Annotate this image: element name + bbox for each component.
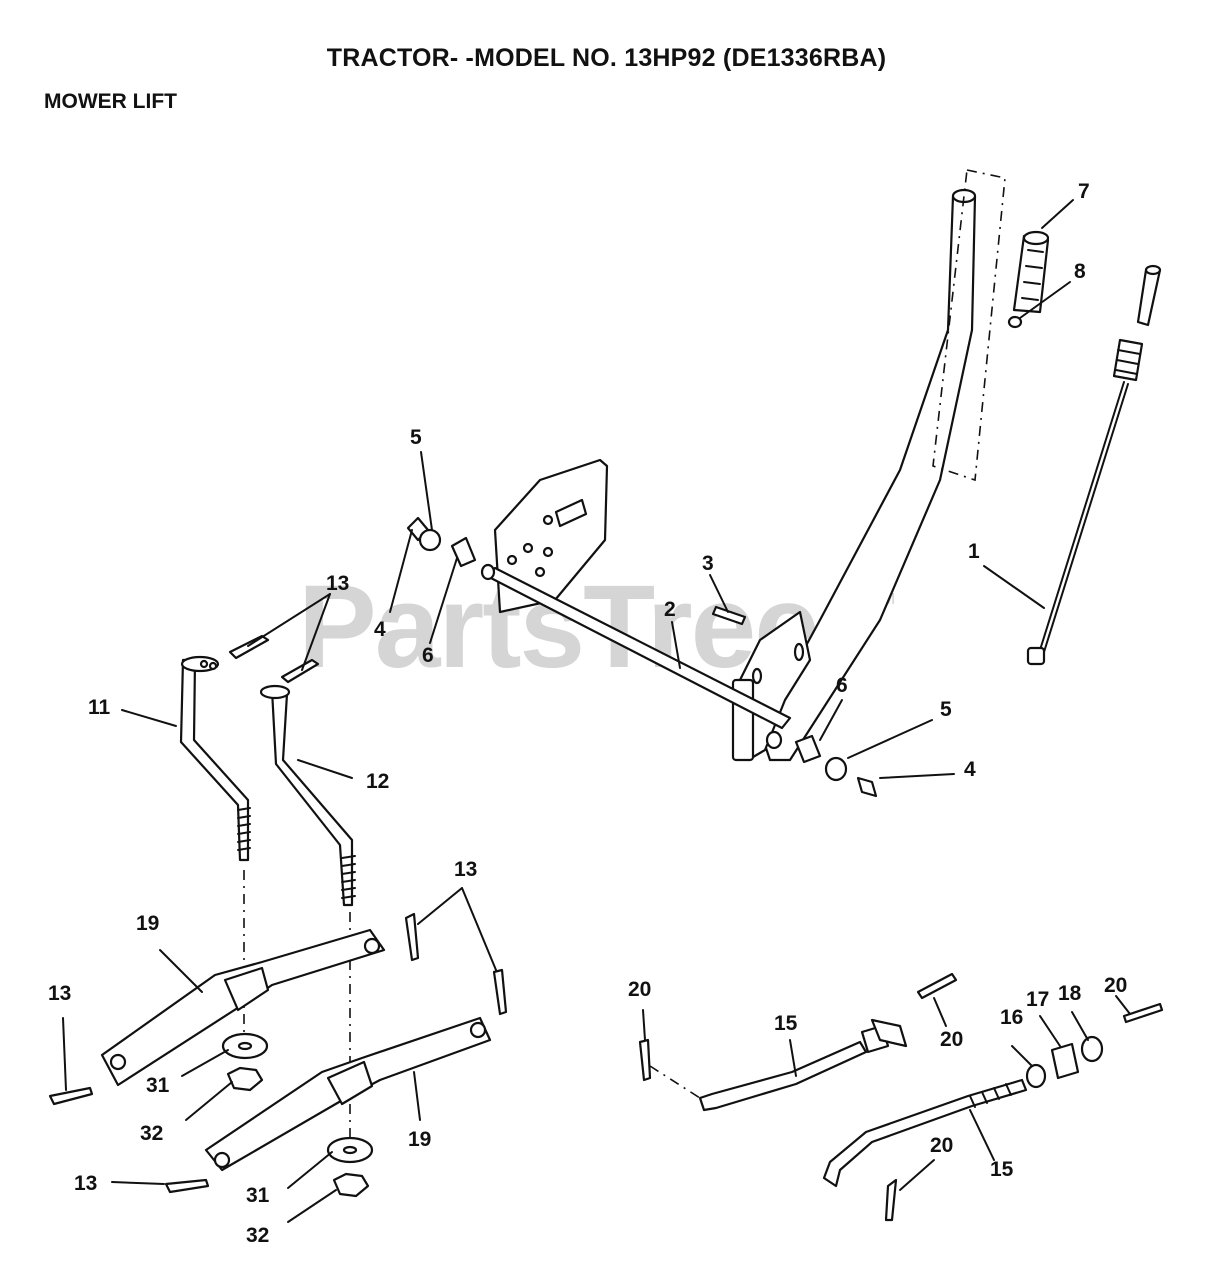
bushing-31b-hole	[342, 1145, 358, 1155]
bushing-right[interactable]	[794, 734, 822, 764]
lift-arm-upper[interactable]	[100, 928, 386, 1087]
section-title: MOWER LIFT	[44, 90, 177, 113]
callout-8: 8	[1074, 260, 1086, 283]
hairpin-clip-13d[interactable]	[492, 968, 508, 1016]
callout-17: 17	[1026, 988, 1049, 1011]
callout-6-upper: 6	[422, 644, 434, 667]
leader-lines	[62, 199, 1131, 1223]
callout-5-upper: 5	[410, 426, 422, 449]
washer-right[interactable]	[824, 756, 848, 782]
hairpin-clip-20b[interactable]	[916, 972, 958, 1000]
hairpin-clip-13a[interactable]	[228, 634, 270, 660]
hairpin-clip-13b[interactable]	[280, 658, 320, 684]
page-title: TRACTOR- -MODEL NO. 13HP92 (DE1336RBA)	[326, 44, 887, 72]
nut-16[interactable]	[1025, 1063, 1047, 1089]
lift-shaft[interactable]	[483, 566, 792, 730]
nut-32b[interactable]	[332, 1172, 370, 1198]
hairpin-clip-20d[interactable]	[884, 1178, 898, 1222]
lift-lever[interactable]	[731, 188, 977, 762]
callout-15-lower: 15	[990, 1158, 1014, 1181]
hairpin-clip-right[interactable]	[856, 776, 878, 798]
hairpin-clip-13e[interactable]	[48, 1086, 94, 1106]
lift-arm-lower[interactable]	[204, 1016, 492, 1172]
lift-link-right[interactable]	[259, 684, 354, 907]
callout-19-lower: 19	[408, 1128, 431, 1151]
grip-ring[interactable]	[1007, 315, 1023, 329]
callout-16: 16	[1000, 1006, 1023, 1029]
callout-18: 18	[1058, 982, 1082, 1005]
callout-20-lower: 20	[930, 1134, 953, 1157]
roll-pin[interactable]	[711, 605, 747, 626]
trunnion-17[interactable]	[1050, 1042, 1080, 1080]
hairpin-clip-20c[interactable]	[1122, 1002, 1164, 1024]
callout-13-bottom: 13	[74, 1172, 97, 1195]
callout-13-left: 13	[48, 982, 71, 1005]
lift-shaft-end	[480, 563, 496, 581]
rod-centerline-upper	[649, 1065, 701, 1099]
callout-13-mid: 13	[454, 858, 477, 881]
callout-1: 1	[968, 540, 980, 563]
callout-20-upper: 20	[940, 1028, 963, 1051]
shaft-end-right	[765, 730, 783, 750]
callout-31-lower: 31	[246, 1184, 270, 1207]
lift-rod-upper[interactable]	[698, 1018, 908, 1112]
callout-2: 2	[664, 598, 676, 621]
nut-32a[interactable]	[226, 1066, 264, 1092]
callout-31-upper: 31	[146, 1074, 170, 1097]
lift-bracket-plate[interactable]	[493, 458, 609, 614]
threads-left	[237, 807, 251, 851]
callout-32-lower: 32	[246, 1224, 269, 1247]
bushing-31a-hole	[237, 1041, 253, 1051]
callout-13-top: 13	[326, 572, 349, 595]
nut-18[interactable]	[1080, 1035, 1104, 1063]
callout-7: 7	[1078, 180, 1090, 203]
callout-15-upper: 15	[774, 1012, 798, 1035]
grip-phantom-outline	[932, 169, 1006, 482]
callout-20-left: 20	[628, 978, 651, 1001]
callout-4-lower: 4	[964, 758, 976, 781]
lever-grip[interactable]	[1012, 230, 1050, 314]
callout-20-right: 20	[1104, 974, 1127, 997]
lift-link-left[interactable]	[179, 655, 250, 862]
callout-5-lower: 5	[940, 698, 952, 721]
callout-6-lower: 6	[836, 674, 848, 697]
lift-rod-lower[interactable]	[822, 1078, 1028, 1188]
callout-3: 3	[702, 552, 714, 575]
callout-4-upper: 4	[374, 618, 386, 641]
washer-left[interactable]	[418, 528, 442, 552]
hairpin-clip-20a[interactable]	[638, 1038, 652, 1082]
hairpin-clip-13f[interactable]	[164, 1178, 210, 1194]
callout-12: 12	[366, 770, 389, 793]
callout-19-upper: 19	[136, 912, 159, 935]
callout-11: 11	[88, 696, 111, 719]
threads-right	[341, 855, 356, 899]
bushing-left[interactable]	[450, 536, 477, 568]
lift-cable[interactable]	[1026, 264, 1162, 666]
callout-32-upper: 32	[140, 1122, 163, 1145]
hairpin-clip-13c[interactable]	[404, 912, 420, 962]
